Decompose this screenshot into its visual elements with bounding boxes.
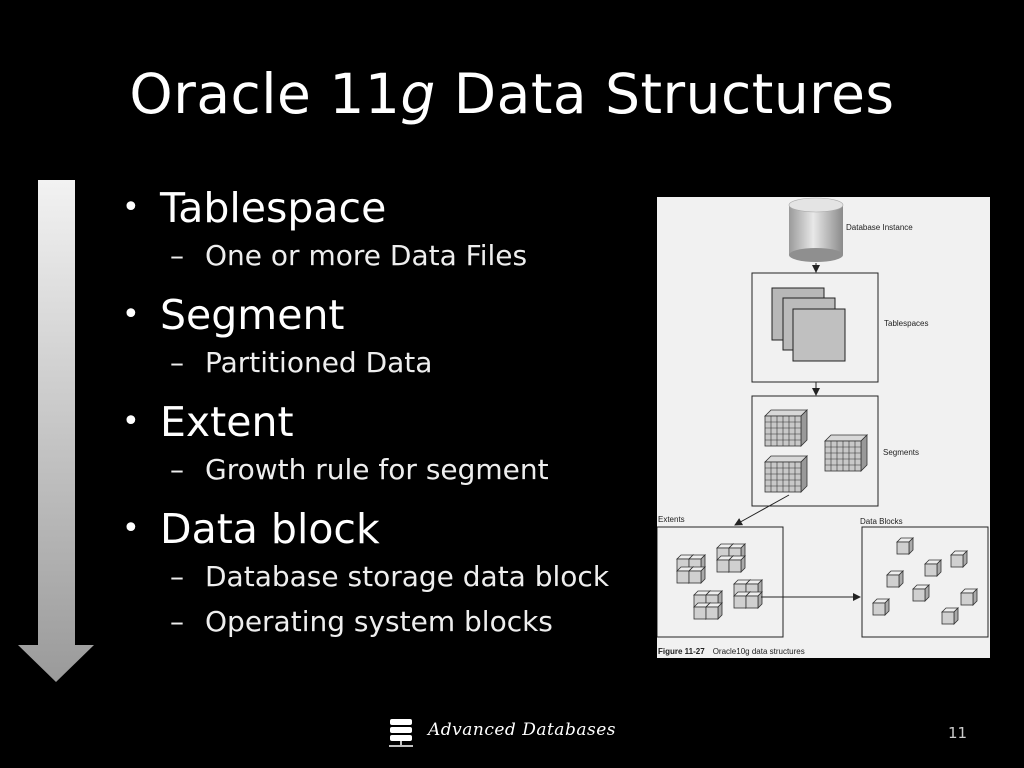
database-cylinder	[788, 197, 844, 262]
down-arrow-icon	[18, 180, 94, 682]
sub-bullet: –Operating system blocks	[170, 605, 553, 638]
bullet-tablespace: •Tablespace	[122, 184, 387, 232]
slide-title: Oracle 11g Data Structures	[129, 62, 895, 126]
data-structures-figure: Database Instance Tablespaces Segments E…	[657, 197, 990, 658]
database-instance-label: Database Instance	[846, 223, 913, 232]
database-server-icon	[389, 719, 413, 747]
footer-text: Advanced Databases	[428, 720, 616, 740]
data-blocks-box	[861, 526, 989, 638]
sub-bullet: –Database storage data block	[170, 560, 610, 593]
segments-box	[751, 395, 879, 507]
segments-label: Segments	[883, 448, 919, 457]
tablespaces-box	[751, 272, 879, 383]
bullet-list: •Tablespace –One or more Data Files •Seg…	[122, 183, 642, 644]
tablespaces-label: Tablespaces	[884, 319, 928, 328]
bullet-segment: •Segment	[122, 291, 345, 339]
bullet-data-block: •Data block	[122, 505, 380, 553]
bullet-extent: •Extent	[122, 398, 294, 446]
sub-bullet: –One or more Data Files	[170, 239, 528, 272]
sub-bullet: –Growth rule for segment	[170, 453, 549, 486]
slide-number: 11	[948, 724, 968, 742]
extents-box	[657, 526, 784, 638]
extents-label: Extents	[658, 515, 685, 524]
data-blocks-label: Data Blocks	[860, 517, 903, 526]
sub-bullet: –Partitioned Data	[170, 346, 433, 379]
